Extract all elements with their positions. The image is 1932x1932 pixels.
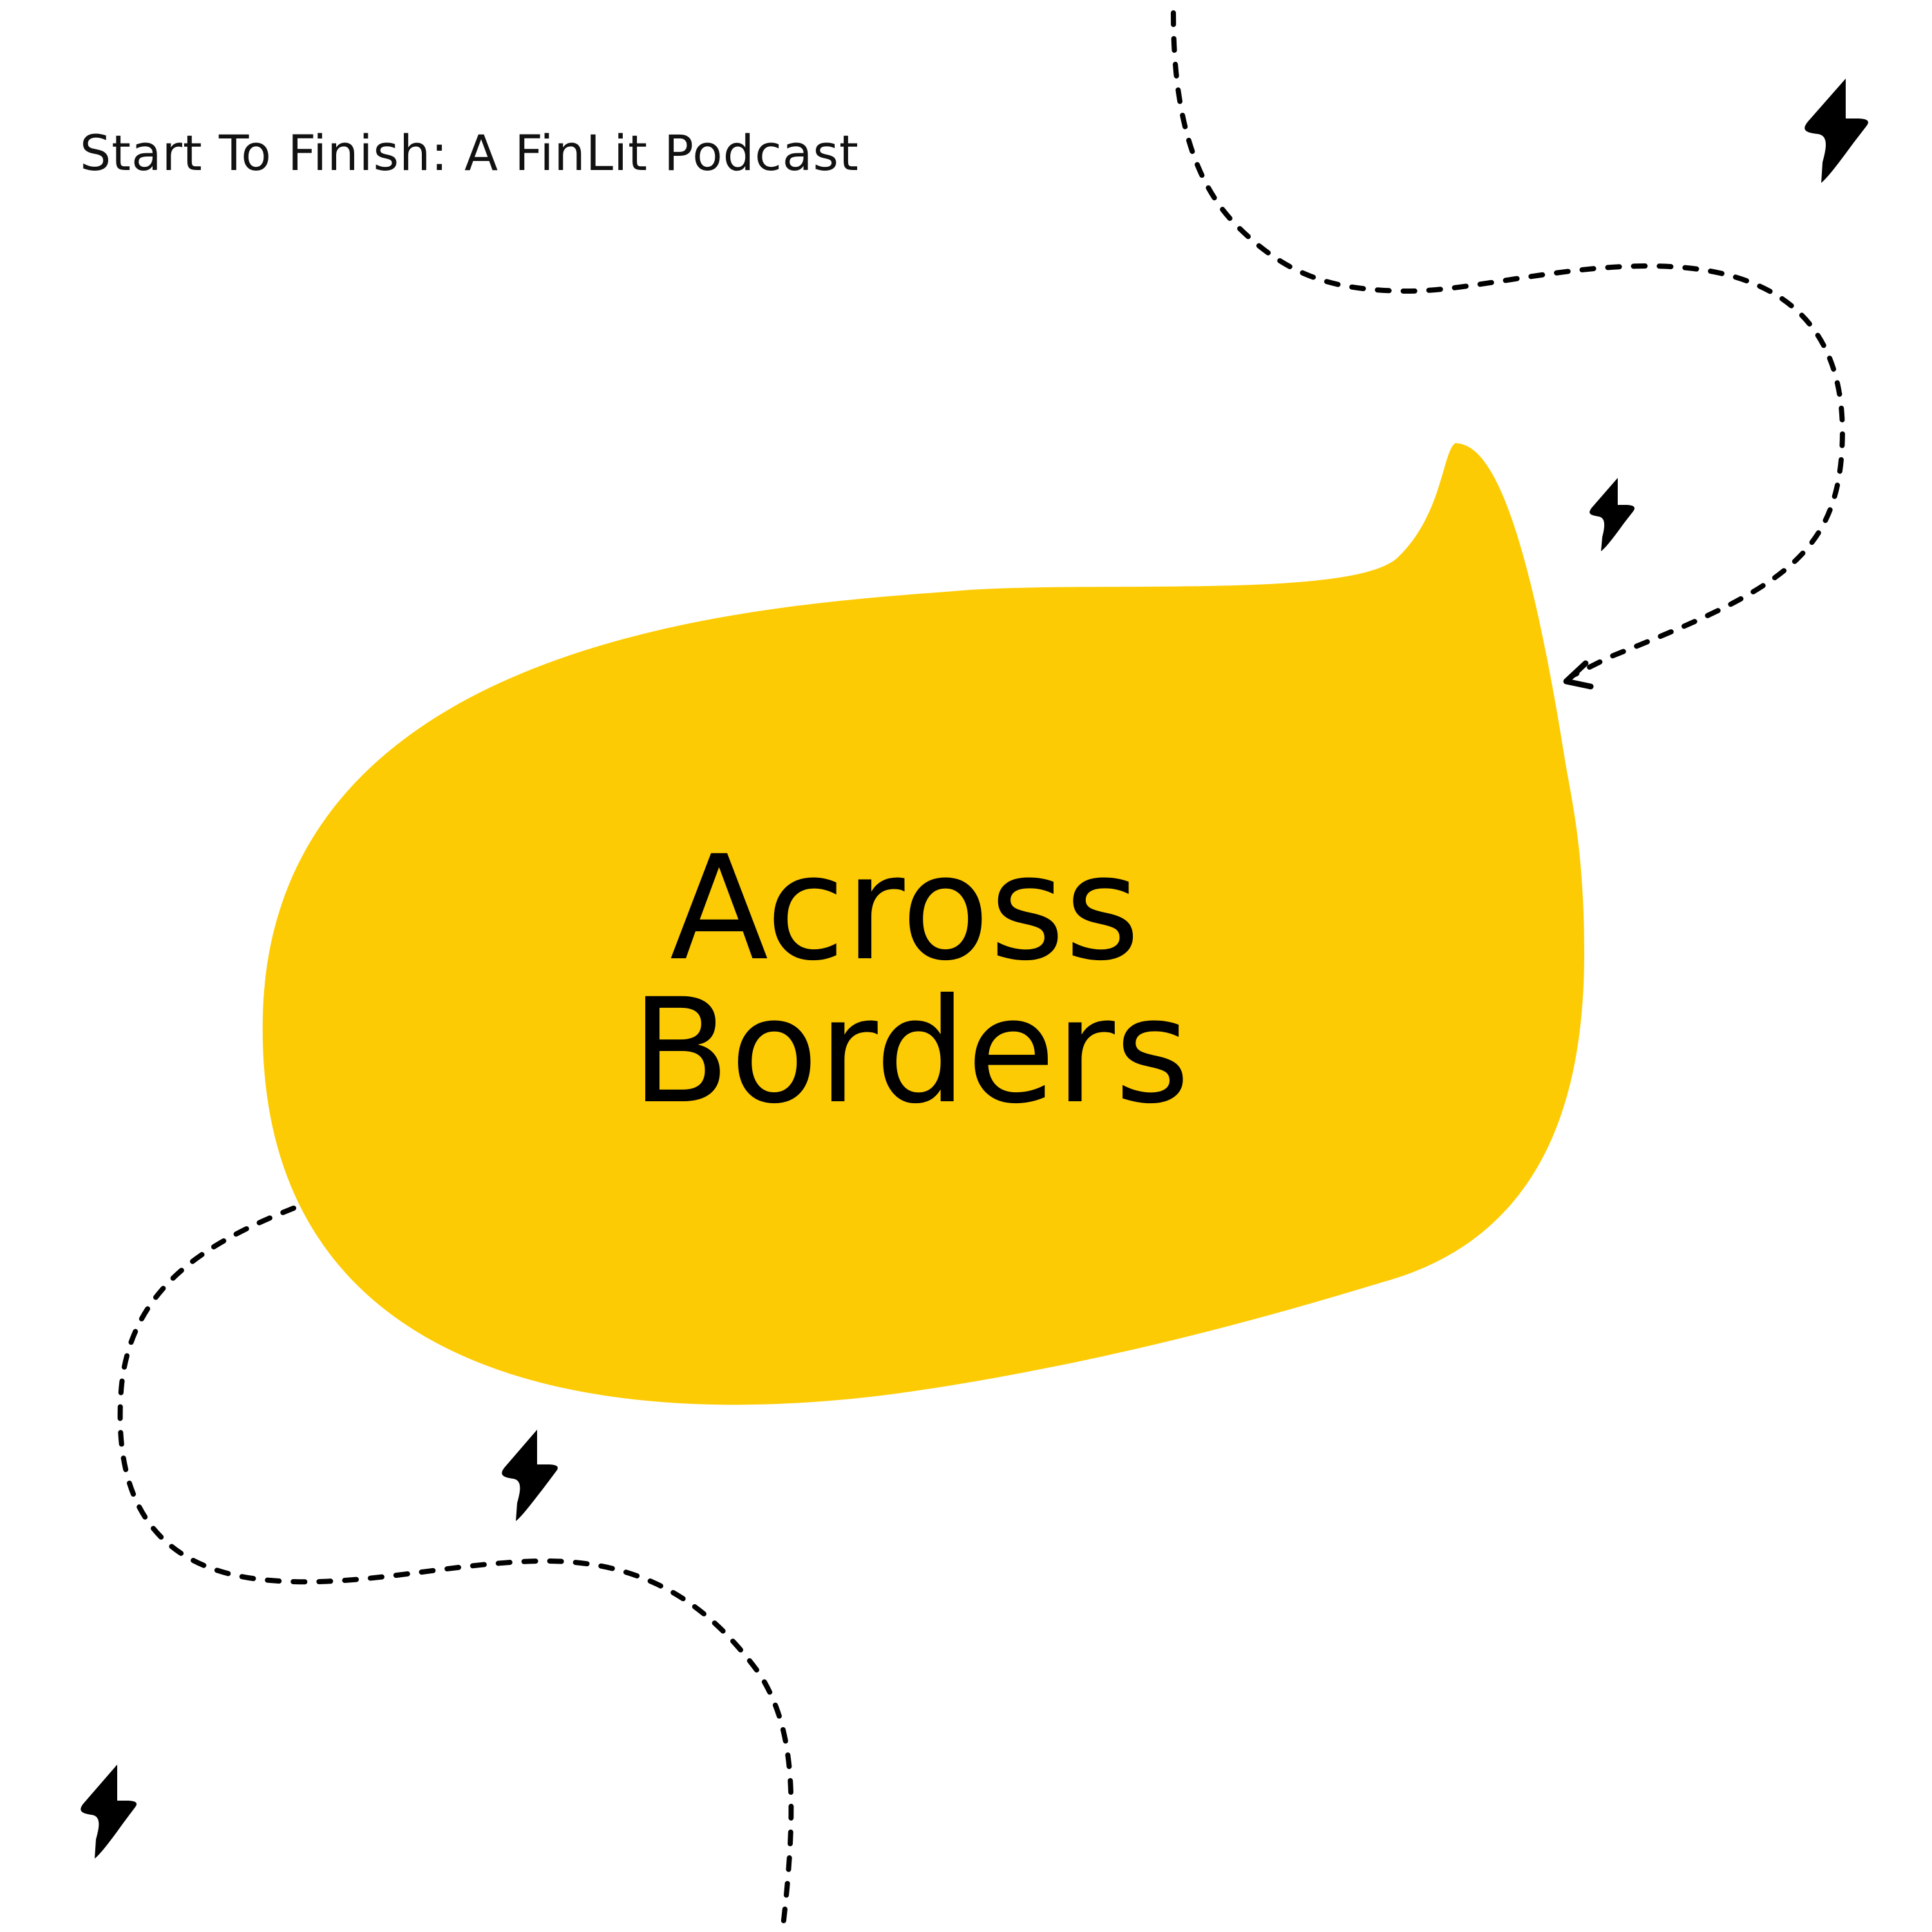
lightning-bolt-icon bbox=[80, 1765, 137, 1859]
dashed-arrow-path bbox=[1171, 10, 1845, 679]
dashed-swirl-path bbox=[117, 1206, 794, 1928]
episode-title-line-2: Borders bbox=[631, 967, 1190, 1135]
episode-title-line-1: Across bbox=[670, 824, 1141, 992]
lightning-bolt-icon bbox=[1589, 478, 1635, 551]
speech-bubble-shape bbox=[262, 443, 1585, 1405]
podcast-name: Start To Finish: A FinLit Podcast bbox=[80, 124, 859, 182]
episode-title: Across Borders bbox=[631, 824, 1340, 1135]
arrow-head bbox=[1563, 660, 1594, 690]
lightning-bolt-icon bbox=[502, 1430, 558, 1521]
lightning-bolt-icon bbox=[1804, 79, 1868, 183]
